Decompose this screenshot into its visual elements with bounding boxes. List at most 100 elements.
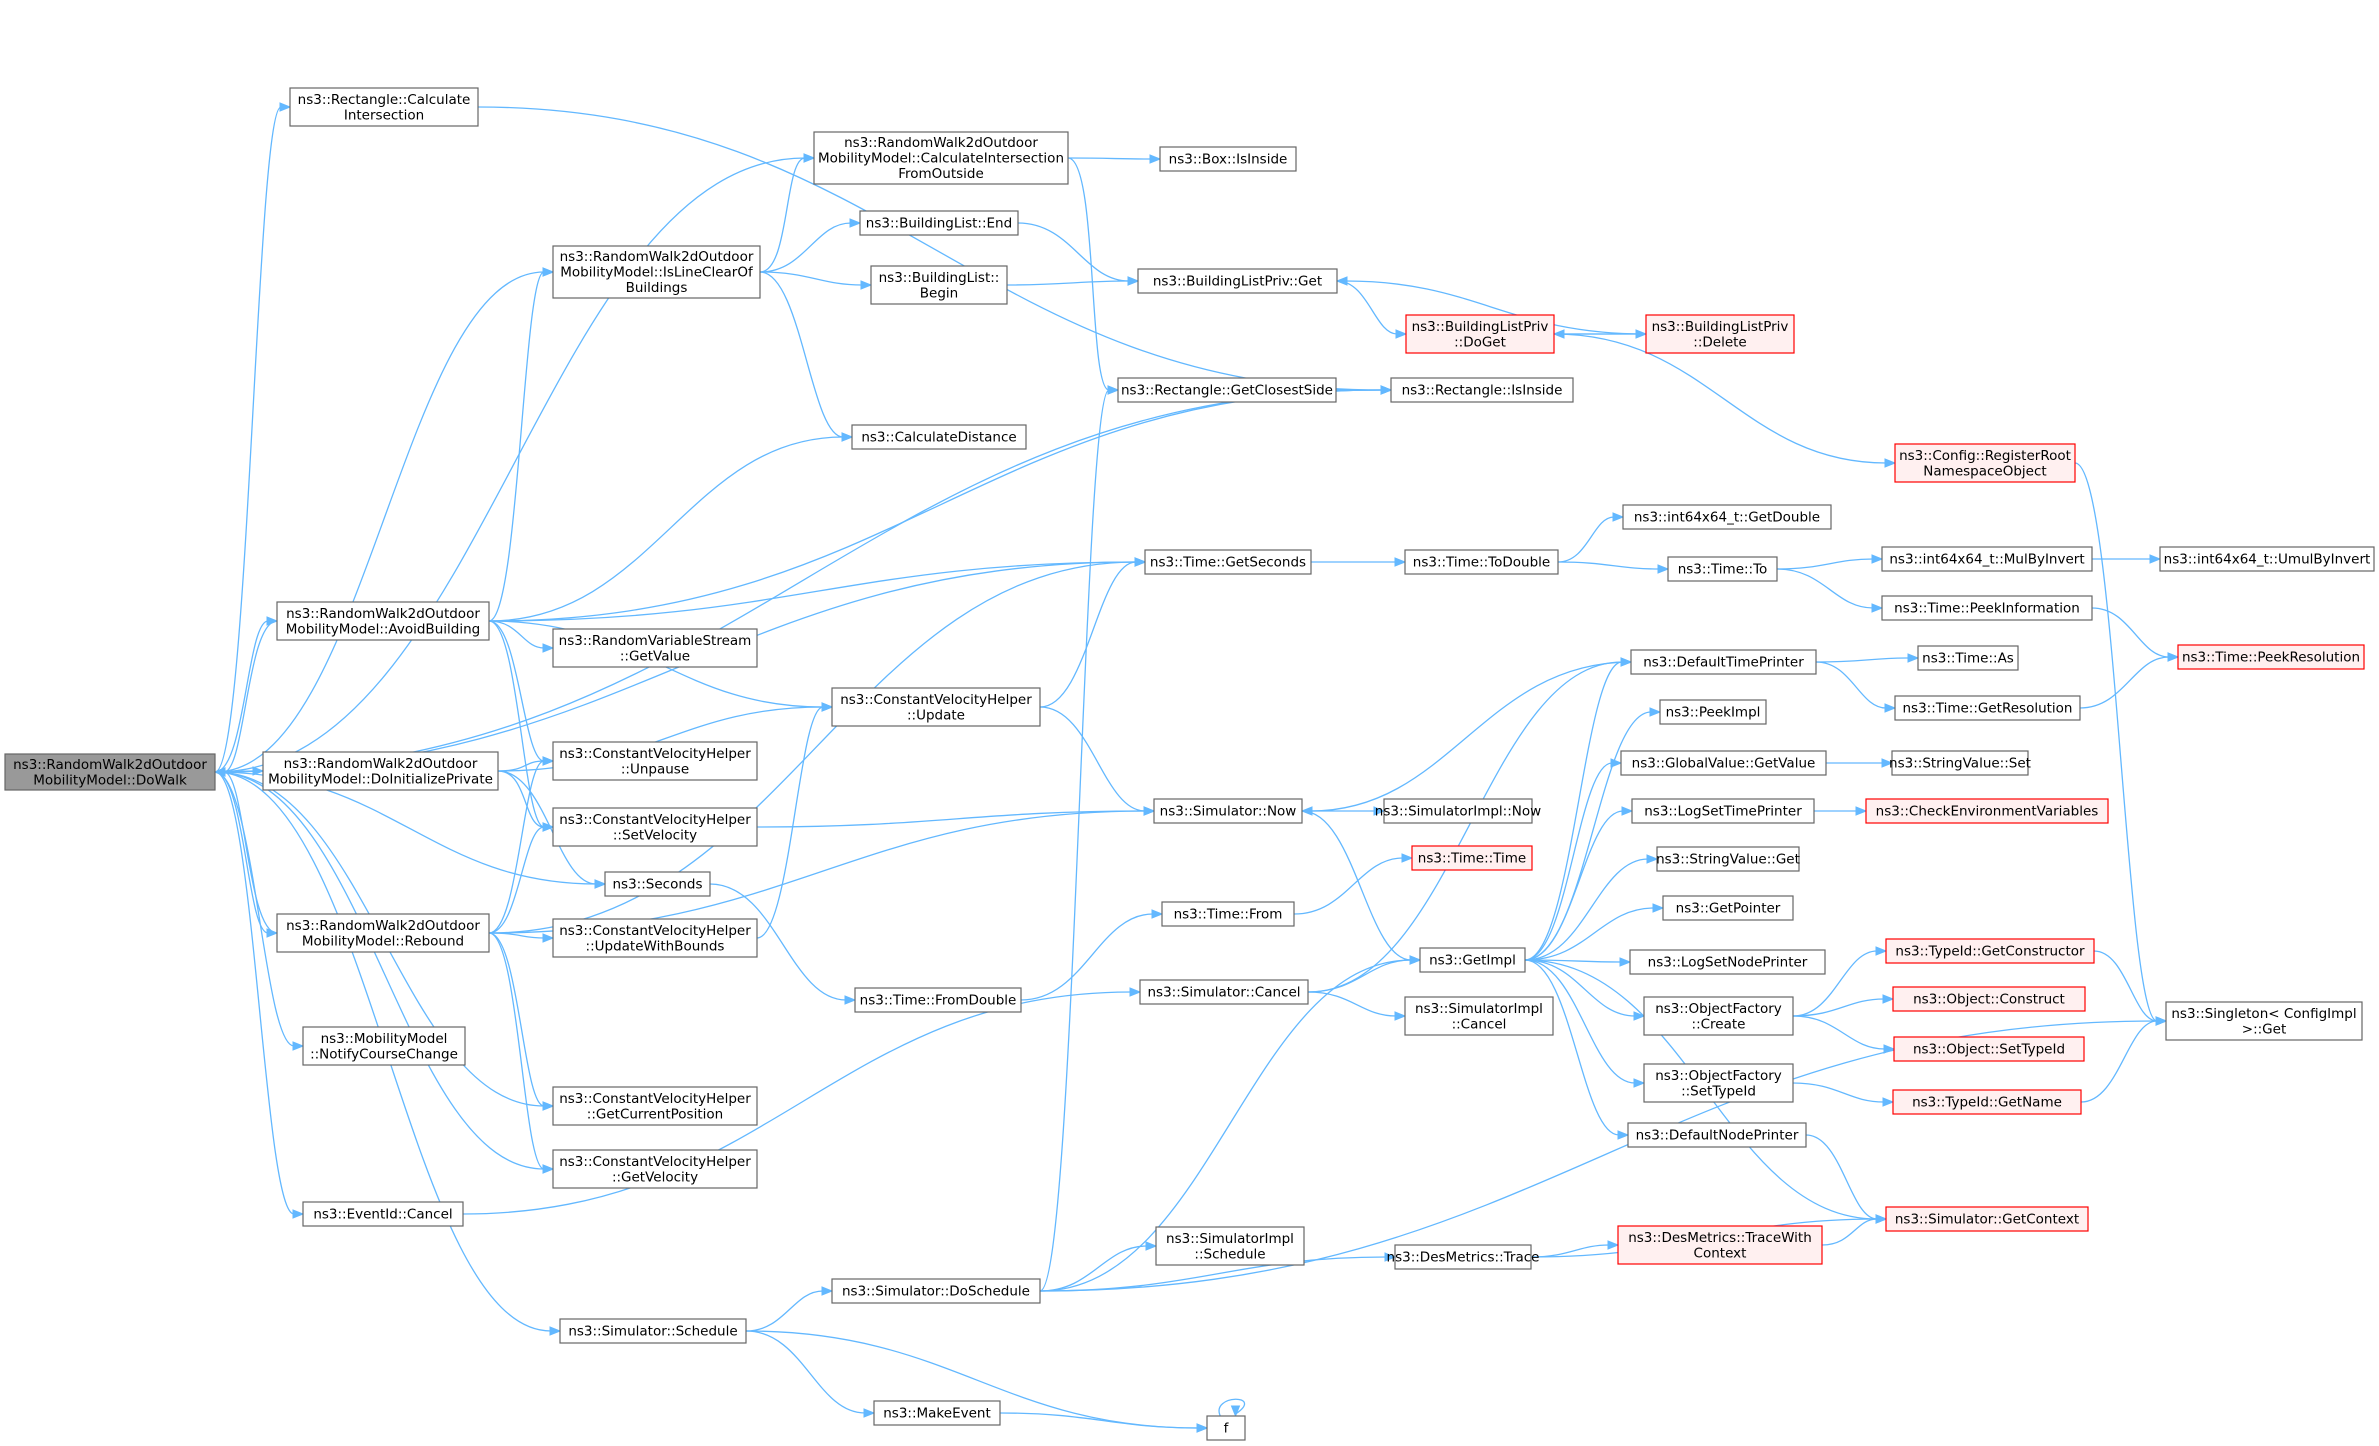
node-obj-set-type-id[interactable]: ns3::Object::SetTypeId [1893, 1036, 2085, 1062]
node-i64-get-double[interactable]: ns3::int64x64_t::GetDouble [1622, 504, 1832, 530]
node-label-line: ns3::Time::As [1922, 651, 2014, 667]
node-time-to[interactable]: ns3::Time::To [1667, 556, 1778, 582]
edge-line [477, 106, 1383, 391]
node-sim-do-schedule[interactable]: ns3::Simulator::DoSchedule [831, 1278, 1041, 1304]
node-sim-impl-cancel[interactable]: ns3::SimulatorImpl::Cancel [1404, 996, 1554, 1036]
node-obj-construct[interactable]: ns3::Object::Construct [1892, 986, 2086, 1012]
node-do-init-priv[interactable]: ns3::RandomWalk2dOutdoorMobilityModel::D… [262, 751, 499, 791]
node-event-cancel[interactable]: ns3::EventId::Cancel [302, 1201, 464, 1227]
node-calc-distance[interactable]: ns3::CalculateDistance [851, 424, 1027, 450]
node-log-set-node[interactable]: ns3::LogSetNodePrinter [1629, 949, 1826, 975]
edge-line [1017, 222, 1130, 282]
node-sim-impl-sched[interactable]: ns3::SimulatorImpl::Schedule [1155, 1226, 1305, 1266]
node-rect-calc[interactable]: ns3::Rectangle::CalculateIntersection [289, 87, 479, 127]
node-blpriv-get[interactable]: ns3::BuildingListPriv::Get [1137, 268, 1338, 294]
node-do-walk[interactable]: ns3::RandomWalk2dOutdoorMobilityModel::D… [4, 753, 216, 791]
node-check-env[interactable]: ns3::CheckEnvironmentVariables [1865, 798, 2109, 824]
arrowhead [2155, 1016, 2168, 1026]
node-sim-schedule[interactable]: ns3::Simulator::Schedule [559, 1318, 747, 1344]
node-label-line: ns3::Object::Construct [1913, 992, 2065, 1008]
node-seconds[interactable]: ns3::Seconds [604, 871, 711, 897]
node-cvhupd-wb[interactable]: ns3::ConstantVelocityHelper::UpdateWithB… [552, 918, 758, 958]
node-log-set-time[interactable]: ns3::LogSetTimePrinter [1631, 798, 1815, 824]
node-label-line: ns3::Time::PeekResolution [2182, 650, 2360, 666]
node-cvhget-pos[interactable]: ns3::ConstantVelocityHelper::GetCurrentP… [552, 1086, 758, 1126]
node-def-node-printer[interactable]: ns3::DefaultNodePrinter [1627, 1122, 1807, 1148]
node-blbegin[interactable]: ns3::BuildingList::Begin [870, 265, 1008, 305]
node-label-line: ns3::Config::RegisterRoot [1899, 448, 2071, 464]
arrowhead [821, 702, 834, 712]
edge-line [1530, 1244, 1610, 1258]
node-tidget-name[interactable]: ns3::TypeId::GetName [1892, 1089, 2082, 1115]
arrowhead [1394, 557, 1407, 567]
node-sim-cancel[interactable]: ns3::Simulator::Cancel [1139, 979, 1309, 1005]
arrowhead [860, 280, 873, 290]
node-peek-info[interactable]: ns3::Time::PeekInformation [1881, 595, 2093, 621]
edge-def-node-printer-to-sim-get-context [1805, 1134, 1888, 1224]
node-peek-res[interactable]: ns3::Time::PeekResolution [2177, 644, 2365, 670]
node-gvget-value[interactable]: ns3::GlobalValue::GetValue [1620, 750, 1827, 776]
node-get-pointer[interactable]: ns3::GetPointer [1662, 895, 1794, 921]
node-make-event[interactable]: ns3::MakeEvent [873, 1400, 1001, 1426]
node-is-line-clear[interactable]: ns3::RandomWalk2dOutdoorMobilityModel::I… [552, 245, 761, 299]
node-get-resolution[interactable]: ns3::Time::GetResolution [1894, 695, 2081, 721]
node-cvhunpause[interactable]: ns3::ConstantVelocityHelper::Unpause [552, 741, 758, 781]
node-umul-by-invert[interactable]: ns3::int64x64_t::UmulByInvert [2159, 546, 2375, 572]
node-get-seconds[interactable]: ns3::Time::GetSeconds [1144, 549, 1312, 575]
arrowhead [1621, 806, 1634, 816]
node-cvhget-vel[interactable]: ns3::ConstantVelocityHelper::GetVelocity [552, 1149, 758, 1189]
node-mul-by-invert[interactable]: ns3::int64x64_t::MulByInvert [1881, 546, 2093, 572]
node-label-line: ns3::int64x64_t::MulByInvert [1889, 552, 2084, 568]
node-label-line: MobilityModel::Rebound [302, 933, 464, 949]
node-rect-closest[interactable]: ns3::Rectangle::GetClosestSide [1117, 377, 1337, 403]
node-peek-impl[interactable]: ns3::PeekImpl [1659, 699, 1767, 725]
node-sim-get-context[interactable]: ns3::Simulator::GetContext [1885, 1206, 2089, 1232]
node-svget[interactable]: ns3::StringValue::Get [1656, 846, 1800, 872]
node-time-as[interactable]: ns3::Time::As [1917, 645, 2019, 671]
node-box [1383, 798, 1533, 824]
node-ofcreate[interactable]: ns3::ObjectFactory::Create [1643, 996, 1794, 1036]
node-label-line: Begin [920, 285, 958, 301]
node-label-line: NamespaceObject [1923, 463, 2046, 479]
node-f[interactable]: f [1206, 1415, 1246, 1441]
edge-gvget-value-to-svset [1826, 758, 1894, 768]
node-label-line: ns3::MakeEvent [883, 1406, 991, 1422]
node-def-time-printer[interactable]: ns3::DefaultTimePrinter [1630, 649, 1817, 675]
arrowhead [542, 643, 555, 653]
node-label-line: ns3::Simulator::GetContext [1895, 1212, 2079, 1228]
node-blend[interactable]: ns3::BuildingList::End [859, 210, 1019, 236]
node-get-impl[interactable]: ns3::GetImpl [1419, 947, 1526, 973]
node-rebound[interactable]: ns3::RandomWalk2dOutdoorMobilityModel::R… [276, 913, 490, 953]
edge-line [1336, 280, 1398, 335]
edge-line [488, 389, 1383, 622]
edge-sim-now-to-get-impl [1301, 810, 1422, 965]
node-rvsget-value[interactable]: ns3::RandomVariableStream::GetValue [552, 628, 758, 668]
node-box [1659, 699, 1767, 725]
edge-line [488, 760, 545, 934]
node-sim-impl-now[interactable]: ns3::SimulatorImpl::Now [1375, 798, 1541, 824]
node-blpriv-do-get[interactable]: ns3::BuildingListPriv::DoGet [1405, 314, 1555, 354]
node-label-line: ns3::int64x64_t::GetDouble [1634, 510, 1820, 526]
node-cvhset-vel[interactable]: ns3::ConstantVelocityHelper::SetVelocity [552, 807, 758, 847]
node-time-from-double[interactable]: ns3::Time::FromDouble [854, 987, 1022, 1013]
node-notify-cc[interactable]: ns3::MobilityModel::NotifyCourseChange [302, 1026, 466, 1066]
node-singleton-get[interactable]: ns3::Singleton< ConfigImpl>::Get [2165, 1001, 2363, 1041]
node-tidget-ctor[interactable]: ns3::TypeId::GetConstructor [1885, 938, 2095, 964]
node-cvhupdate[interactable]: ns3::ConstantVelocityHelper::Update [831, 687, 1041, 727]
node-time-time[interactable]: ns3::Time::Time [1411, 845, 1533, 871]
node-box-is-inside[interactable]: ns3::Box::IsInside [1159, 146, 1297, 172]
node-label-line: ns3::ConstantVelocityHelper [559, 923, 751, 939]
node-rect-is-inside[interactable]: ns3::Rectangle::IsInside [1390, 377, 1574, 403]
node-time-from[interactable]: ns3::Time::From [1161, 901, 1295, 927]
edge-calc-from-outside-to-box-is-inside [1067, 154, 1162, 164]
node-des-trace[interactable]: ns3::DesMetrics::Trace [1387, 1244, 1540, 1270]
node-blpriv-delete[interactable]: ns3::BuildingListPriv::Delete [1645, 314, 1795, 354]
node-ofset-type-id[interactable]: ns3::ObjectFactory::SetTypeId [1643, 1063, 1794, 1103]
node-svset[interactable]: ns3::StringValue::Set [1889, 750, 2031, 776]
node-avoid-building[interactable]: ns3::RandomWalk2dOutdoorMobilityModel::A… [276, 601, 490, 641]
node-sim-now[interactable]: ns3::Simulator::Now [1153, 798, 1303, 824]
node-calc-from-outside[interactable]: ns3::RandomWalk2dOutdoorMobilityModel::C… [813, 131, 1069, 185]
node-to-double[interactable]: ns3::Time::ToDouble [1404, 549, 1559, 575]
